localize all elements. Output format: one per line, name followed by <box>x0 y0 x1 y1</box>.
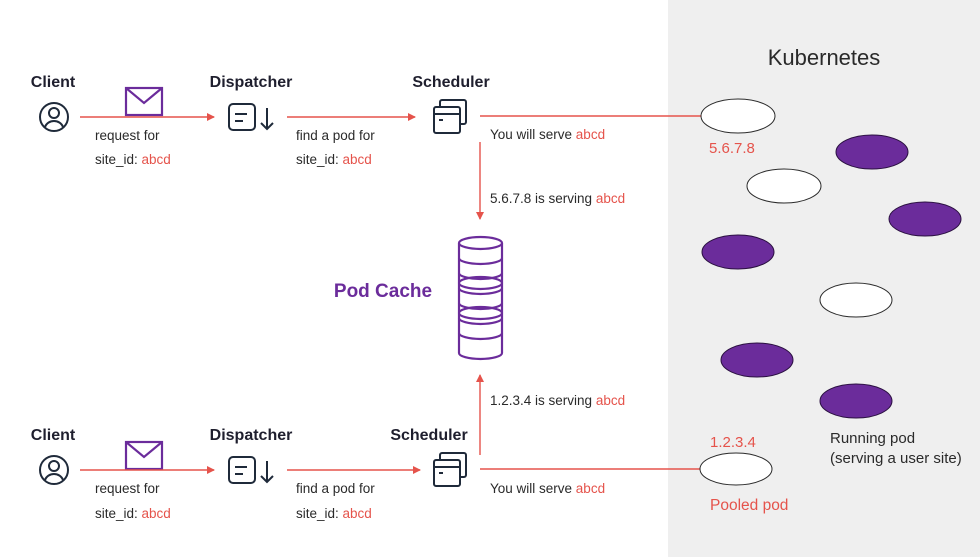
bottom-find-line2: site_id: abcd <box>296 506 372 521</box>
pod-running <box>819 383 893 419</box>
pod-pooled <box>819 282 893 318</box>
bottom-cache-msg-site: abcd <box>596 393 625 408</box>
top-scheduler-label: Scheduler <box>412 74 489 91</box>
top-serve-prefix: You will serve <box>490 127 576 142</box>
legend-running-line1: Running pod <box>830 430 915 447</box>
bottom-request-line1: request for <box>95 481 160 496</box>
pod-pooled <box>746 168 822 204</box>
top-cache-msg: 5.6.7.8 is serving abcd <box>490 191 625 206</box>
top-request-line2: site_id: abcd <box>95 152 171 167</box>
pod-pooled-bottom <box>699 452 773 486</box>
pod-pooled-top <box>700 98 776 134</box>
bottom-request-site: abcd <box>142 506 171 521</box>
bottom-client-label: Client <box>31 427 76 444</box>
bottom-scheduler-icon <box>433 452 467 487</box>
top-find-line1: find a pod for <box>296 128 375 143</box>
top-request-line1: request for <box>95 128 160 143</box>
top-pod-ip: 5.6.7.8 <box>709 140 755 157</box>
legend-running-line2: (serving a user site) <box>830 450 962 467</box>
bottom-cache-msg-prefix: 1.2.3.4 is serving <box>490 393 596 408</box>
bottom-request-envelope-icon <box>124 440 164 471</box>
top-dispatcher-icon <box>228 103 274 131</box>
pod-running <box>888 201 962 237</box>
pod-running <box>701 234 775 270</box>
bottom-find-site: abcd <box>343 506 372 521</box>
bottom-dispatcher-label: Dispatcher <box>210 427 293 444</box>
top-request-prefix: site_id: <box>95 152 142 167</box>
top-scheduler-icon <box>433 99 467 134</box>
top-client-label: Client <box>31 74 76 91</box>
pod-cache-database-icon <box>457 235 504 361</box>
top-find-site: abcd <box>343 152 372 167</box>
bottom-client-user-icon <box>39 455 69 485</box>
bottom-request-prefix: site_id: <box>95 506 142 521</box>
bottom-serve-site: abcd <box>576 481 605 496</box>
top-dispatcher-label: Dispatcher <box>210 74 293 91</box>
top-client-user-icon <box>39 102 69 132</box>
top-serve-text: You will serve abcd <box>490 127 605 142</box>
bottom-find-line1: find a pod for <box>296 481 375 496</box>
top-request-envelope-icon <box>124 86 164 117</box>
bottom-cache-msg: 1.2.3.4 is serving abcd <box>490 393 625 408</box>
top-cache-msg-prefix: 5.6.7.8 is serving <box>490 191 596 206</box>
bottom-scheduler-label: Scheduler <box>390 427 467 444</box>
kubernetes-title: Kubernetes <box>768 45 881 70</box>
pod-cache-label: Pod Cache <box>334 281 432 302</box>
bottom-request-line2: site_id: abcd <box>95 506 171 521</box>
bottom-serve-prefix: You will serve <box>490 481 576 496</box>
bottom-pod-ip: 1.2.3.4 <box>710 434 756 451</box>
top-find-line2: site_id: abcd <box>296 152 372 167</box>
top-request-site: abcd <box>142 152 171 167</box>
legend-pooled: Pooled pod <box>710 497 788 514</box>
bottom-dispatcher-icon <box>228 456 274 484</box>
top-find-prefix: site_id: <box>296 152 343 167</box>
bottom-find-prefix: site_id: <box>296 506 343 521</box>
pod-running <box>835 134 909 170</box>
top-cache-msg-site: abcd <box>596 191 625 206</box>
top-serve-site: abcd <box>576 127 605 142</box>
pod-running <box>720 342 794 378</box>
bottom-serve-text: You will serve abcd <box>490 481 605 496</box>
